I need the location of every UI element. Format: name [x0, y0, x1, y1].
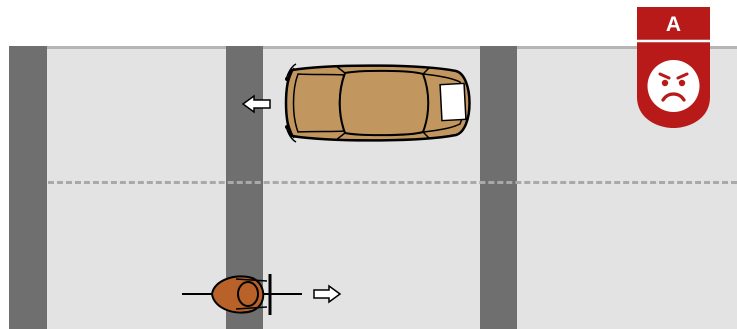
car-rear-window [440, 83, 466, 120]
cyclist [182, 274, 302, 315]
cyclist-head [238, 282, 258, 306]
angry-face-icon [648, 60, 700, 112]
car [285, 64, 470, 142]
badge: A [637, 7, 710, 128]
arrow-right-icon [314, 286, 340, 302]
arrow-left-icon [243, 96, 270, 112]
badge-letter: A [637, 13, 710, 37]
